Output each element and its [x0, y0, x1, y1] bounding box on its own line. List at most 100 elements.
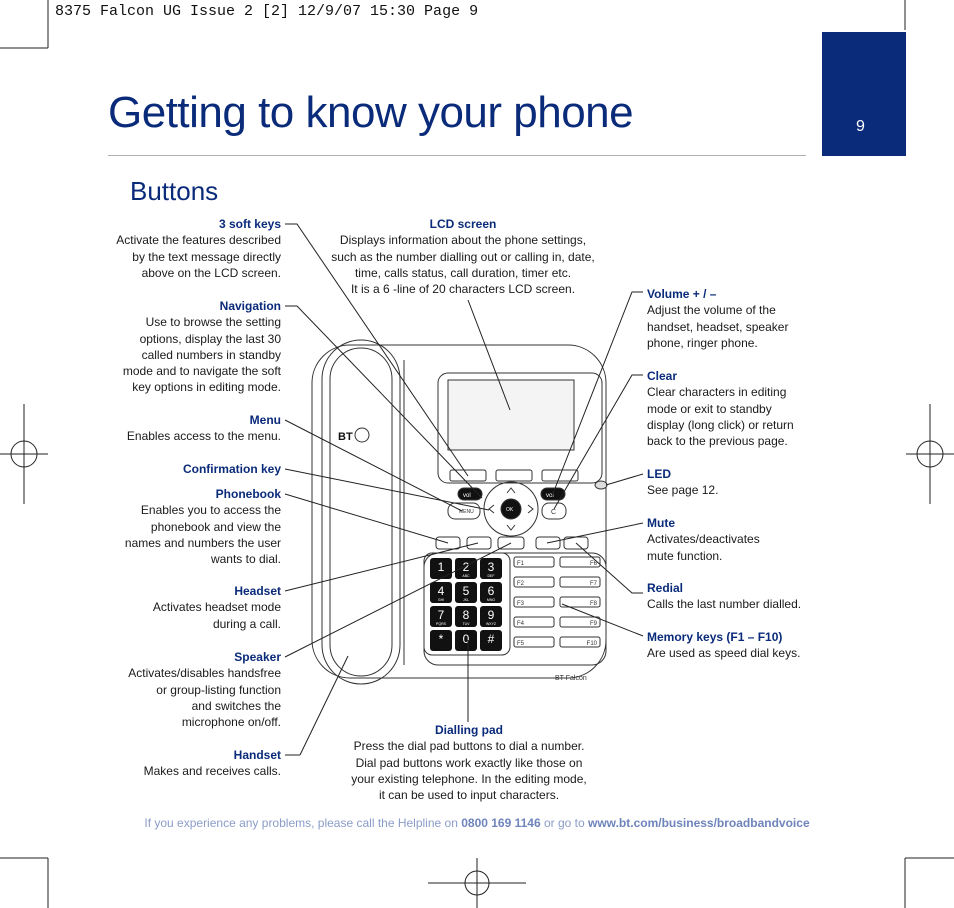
keypad-key	[430, 606, 452, 627]
keypad-key	[480, 558, 502, 579]
keypad-digit: 2	[463, 560, 470, 574]
keypad-letters: DEF	[488, 574, 495, 578]
helpline-number: 0800 169 1146	[461, 816, 541, 830]
memory-key	[513, 556, 555, 568]
phonebook-key	[435, 536, 461, 550]
keypad-letters: ABC	[462, 574, 470, 578]
label-phonebook: Phonebook Enables you to access the phon…	[124, 487, 281, 567]
keypad-letters: WXYZ	[486, 622, 497, 626]
label-redial: Redial Calls the last number dialled.	[647, 581, 802, 612]
keypad-key	[480, 606, 502, 627]
keypad-key	[480, 582, 502, 603]
keypad-digit: 6	[488, 584, 495, 598]
keypad-digit: #	[488, 632, 495, 646]
keypad-letters: GHI	[438, 598, 444, 602]
vol-key-label-right: vol	[546, 493, 554, 499]
footer-text: If you experience any problems, please c…	[144, 816, 462, 830]
memory-key-label: F2	[517, 581, 525, 587]
menu-key	[447, 502, 481, 520]
brand-logo: BT	[338, 431, 353, 443]
memory-key	[559, 596, 601, 608]
keypad-key	[430, 582, 452, 603]
keypad-key	[455, 582, 477, 603]
print-slug: 8375 Falcon UG Issue 2 [2] 12/9/07 15:30…	[55, 3, 479, 20]
headset-key	[466, 536, 492, 550]
keypad-letters: TUV	[463, 622, 471, 626]
ok-key	[500, 498, 522, 520]
keypad-digit: 1	[438, 560, 445, 574]
menu-key-label: MENU	[459, 509, 474, 515]
clear-key	[541, 502, 567, 520]
helpline-footer: If you experience any problems, please c…	[0, 816, 954, 830]
soft-key-1	[449, 469, 487, 482]
label-handset: Handset Makes and receives calls.	[143, 748, 281, 779]
keypad-key	[455, 630, 477, 651]
vol-key-label: vol	[463, 493, 471, 499]
model-label: BT Falcon	[555, 675, 587, 682]
label-memory-keys: Memory keys (F1 – F10) Are used as speed…	[647, 630, 801, 661]
label-speaker: Speaker Activates/disables handsfree or …	[128, 650, 281, 730]
keypad-digit: 5	[463, 584, 470, 598]
memory-key-label: F10	[587, 641, 598, 647]
helpline-url[interactable]: www.bt.com/business/broadbandvoice	[588, 816, 810, 830]
memory-key-label: F4	[517, 621, 525, 627]
label-led: LED See page 12.	[647, 467, 719, 498]
keypad-digit: 8	[463, 608, 470, 622]
keypad-key	[455, 606, 477, 627]
label-headset: Headset Activates headset mode during a …	[152, 584, 281, 631]
nav-down-icon	[506, 524, 516, 531]
keypad-digit: 7	[438, 608, 445, 622]
page-tab	[822, 32, 906, 156]
memory-key-label: F9	[590, 621, 598, 627]
label-mute: Mute Activates/deactivates mute function…	[647, 516, 760, 563]
keypad-digit: 4	[438, 584, 445, 598]
keypad-key	[430, 558, 452, 579]
memory-key	[559, 636, 601, 648]
ok-key-label: OK	[506, 507, 514, 513]
label-navigation: Navigation Use to browse the setting opt…	[122, 299, 281, 395]
keypad-letters: MNO	[487, 598, 495, 602]
page-number: 9	[856, 118, 865, 135]
nav-right-icon	[527, 504, 534, 514]
memory-key	[513, 576, 555, 588]
bt-globe-icon	[354, 427, 370, 443]
memory-key-label: F6	[590, 561, 598, 567]
keypad-digit: *	[439, 632, 444, 646]
keypad-key	[430, 630, 452, 651]
keypad-digit: 3	[488, 560, 495, 574]
phone-body	[311, 344, 607, 679]
keypad-letters: PQRS	[436, 622, 447, 626]
keypad-digit: 9	[488, 608, 495, 622]
memory-key	[559, 576, 601, 588]
memory-key-label: F8	[590, 601, 598, 607]
keypad-key	[480, 630, 502, 651]
memory-key	[513, 616, 555, 628]
speaker-key	[497, 536, 525, 550]
lcd-screen	[447, 379, 575, 451]
label-dialling-pad: Dialling pad Press the dial pad buttons …	[351, 723, 587, 803]
led	[594, 480, 608, 490]
nav-left-icon	[488, 504, 495, 514]
memory-key-label: F7	[590, 581, 598, 587]
label-clear: Clear Clear characters in editing mode o…	[647, 369, 794, 449]
label-soft-keys: 3 soft keys Activate the features descri…	[116, 217, 281, 280]
memory-key-label: F3	[517, 601, 525, 607]
memory-key	[559, 616, 601, 628]
nav-up-icon	[506, 487, 516, 494]
title-rule	[108, 155, 806, 156]
keypad-digit: 0	[463, 632, 470, 646]
mute-key	[535, 536, 561, 550]
memory-key	[559, 556, 601, 568]
memory-key	[513, 636, 555, 648]
memory-key-label: F5	[517, 641, 525, 647]
label-lcd-screen: LCD screen Displays information about th…	[331, 217, 595, 297]
soft-key-3	[541, 469, 579, 482]
leader-lines	[284, 223, 644, 756]
handset	[321, 339, 401, 685]
vol-left	[457, 487, 483, 501]
soft-key-2	[495, 469, 533, 482]
